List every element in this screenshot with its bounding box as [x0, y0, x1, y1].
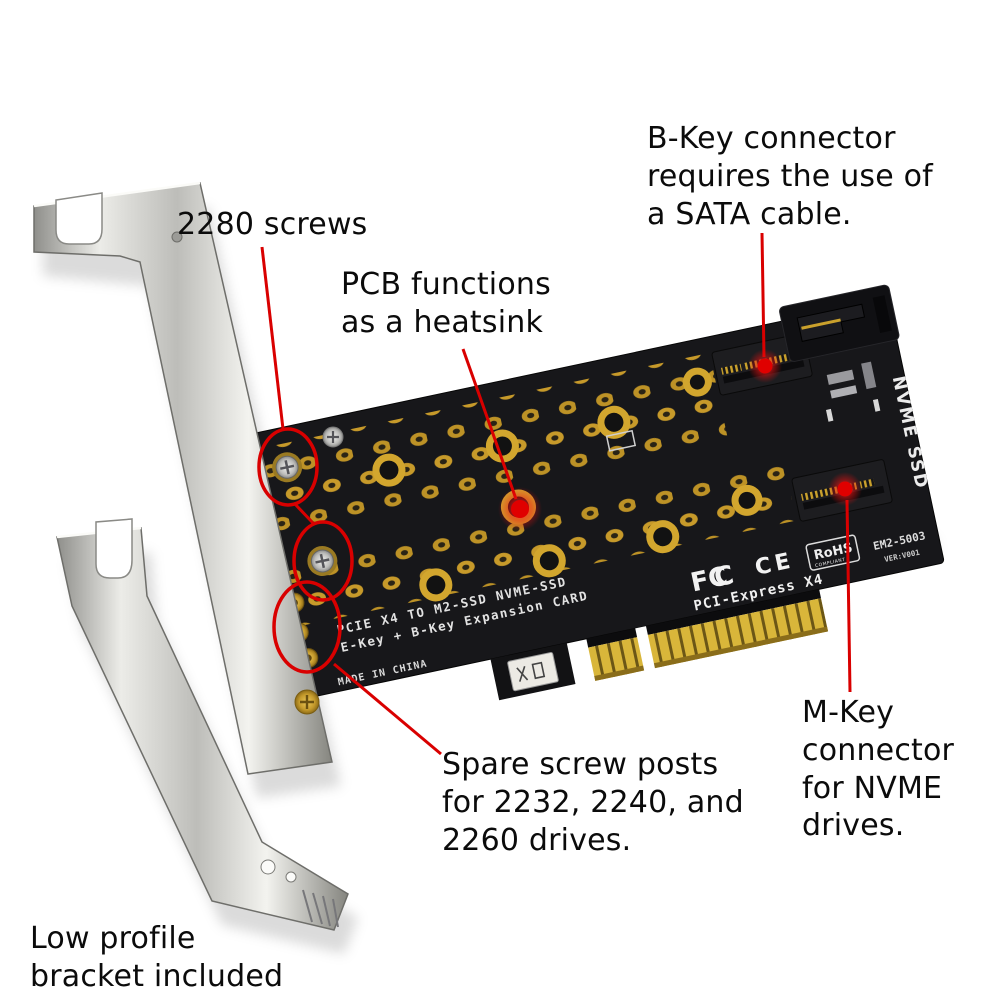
pcie-key-notch — [635, 626, 656, 674]
standoff-screw-2280-bottom — [307, 545, 338, 576]
bracket-top-screw — [322, 426, 344, 448]
low-profile-bracket — [56, 518, 349, 931]
label-spare-screw-posts: Spare screw posts for 2232, 2240, and 22… — [442, 747, 744, 858]
annotation-line-heatsink — [461, 348, 518, 500]
heatsink-highlight-dot — [511, 500, 529, 518]
low-profile-foot-hole — [260, 859, 276, 875]
annotation-line-b-key — [760, 232, 766, 358]
low-profile-foot-hatch — [302, 889, 339, 928]
smd-components — [605, 361, 881, 452]
low-profile-screw-notch — [95, 518, 133, 579]
fcc-logo: FC — [688, 561, 730, 598]
label-b-key-connector: B-Key connector requires the use of a SA… — [647, 121, 933, 232]
label-pcb-heatsink: PCB functions as a heatsink — [341, 267, 551, 340]
label-low-profile-bracket: Low profile bracket included — [30, 921, 284, 994]
mounting-holes — [372, 367, 763, 602]
annotation-dots — [498, 349, 862, 531]
screw-highlight-circle-2 — [292, 520, 354, 602]
screw-highlight-circle-1 — [257, 427, 319, 507]
annotation-overlay — [257, 232, 852, 756]
bracket-screw-notch — [55, 192, 103, 245]
pad-grid-top — [236, 352, 730, 550]
standoff-screw-2280-top — [272, 452, 303, 483]
sata-connector — [779, 284, 900, 362]
annotation-line-2280b — [292, 501, 315, 525]
bracket-bottom-screw — [294, 689, 320, 715]
adapter-card: PCIE X4 TO M2-SSD NVME-SSD E-Key + B-Key… — [219, 284, 945, 705]
pad-grid-bottom — [261, 461, 797, 632]
annotation-line-spare — [333, 662, 442, 756]
annotation-line-m-key — [845, 499, 852, 693]
b-key-highlight-dot — [757, 358, 773, 374]
low-profile-foot-hole-2 — [285, 871, 297, 883]
pcie-edge-connector — [586, 589, 829, 681]
label-2280-screws: 2280 screws — [177, 207, 368, 242]
pcb-tab-label — [490, 642, 576, 701]
spare-posts-highlight-circle — [272, 580, 342, 674]
bracket-hole — [171, 231, 183, 243]
annotation-line-2280 — [260, 246, 285, 430]
m-key-highlight-dot — [837, 481, 853, 497]
label-m-key-connector: M-Key connector for NVME drives. — [802, 695, 955, 844]
full-height-bracket — [33, 181, 344, 775]
